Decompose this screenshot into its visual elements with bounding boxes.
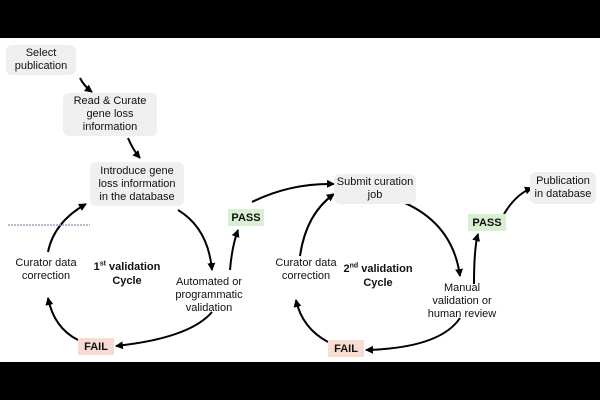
arrow-read-to-introduce xyxy=(127,137,141,159)
curator-correction-1-label: Curator data correction xyxy=(15,257,77,282)
arrow-fail-to-correction xyxy=(45,297,79,341)
arrow-pass-to-submit xyxy=(251,179,335,203)
cycle-1-word: validation xyxy=(109,261,161,273)
cycle-1-ordinal: 1 xyxy=(93,261,100,273)
arrows-layer xyxy=(45,77,533,354)
cycle-2-label: 2nd validation Cycle xyxy=(336,262,420,290)
read-curate-box: Read & Curate gene loss information xyxy=(63,93,157,136)
introduce-gene-loss-box: Introduce gene loss information in the d… xyxy=(90,162,184,206)
arrow-correction-to-submit xyxy=(299,193,335,257)
arrow-manual-to-fail xyxy=(365,317,461,354)
curator-correction-2-label: Curator data correction xyxy=(275,257,337,282)
cycle-1-line2: Cycle xyxy=(112,275,142,287)
arrow-correction-to-introduce xyxy=(47,203,87,253)
cycle-2-ordinal-suffix: nd xyxy=(349,262,359,270)
cycle-2-line2: Cycle xyxy=(363,277,393,289)
manual-validation-label: Manual validation or human review xyxy=(427,282,497,320)
automated-validation-label: Automated or programmatic validation xyxy=(175,276,243,314)
pass-badge-2: PASS xyxy=(468,214,506,231)
submit-curation-job-box: Submit curation job xyxy=(334,174,416,204)
fail-badge-1: FAIL xyxy=(78,338,114,355)
arrow-manual-to-pass xyxy=(472,233,480,285)
select-publication-box: Select publication xyxy=(6,45,76,75)
cycle-2-word: validation xyxy=(361,263,413,275)
pass-badge-1: PASS xyxy=(228,209,264,226)
fail-badge-2: FAIL xyxy=(328,340,364,357)
arrow-introduce-to-automated xyxy=(177,209,216,271)
cycle-1-ordinal-suffix: st xyxy=(99,260,106,268)
arrow-select-to-read xyxy=(79,77,93,93)
arrow-fail-to-correction-2 xyxy=(293,299,329,343)
arrow-pass-to-publication xyxy=(503,186,533,215)
faint-artifact-line xyxy=(8,224,90,226)
cycle-2-ordinal: 2 xyxy=(343,263,350,275)
arrow-automated-to-fail xyxy=(115,311,213,350)
publication-in-database-box: Publication in database xyxy=(530,172,596,204)
diagram-canvas: Select publication Read & Curate gene lo… xyxy=(0,38,600,362)
cycle-1-label: 1st validation Cycle xyxy=(88,260,166,288)
arrow-automated-to-pass xyxy=(229,229,240,271)
